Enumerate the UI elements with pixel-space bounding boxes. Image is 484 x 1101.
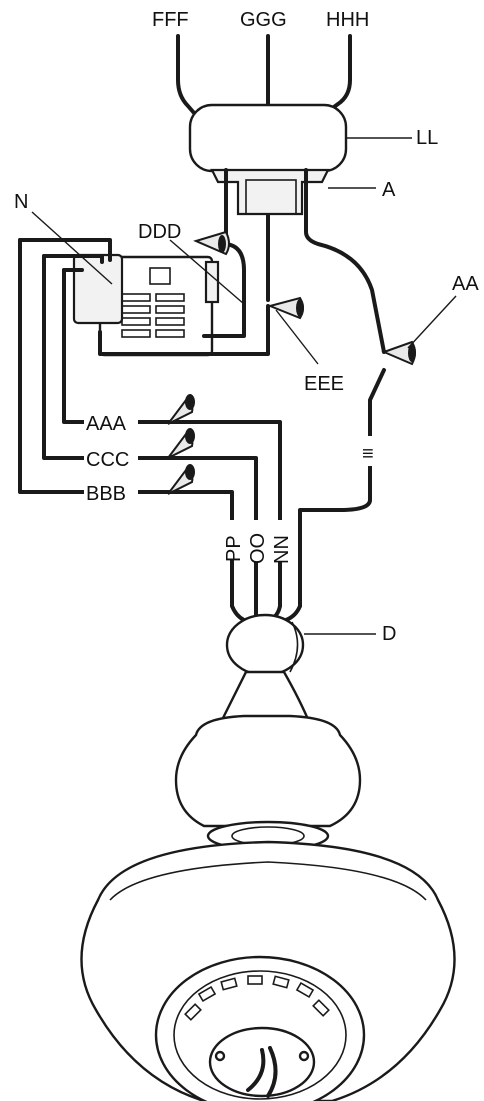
leader-n (31, 211, 113, 285)
label-ccc: CCC (86, 449, 129, 471)
wire-nut-aaa (167, 394, 195, 425)
wire-hhh-to-nut-aa (304, 168, 386, 354)
leader-eee (275, 309, 319, 365)
label-bbb: BBB (86, 483, 126, 505)
label-ccc-bg (84, 448, 138, 470)
mounting-screw-right (298, 1050, 310, 1062)
wire-nut-eee (266, 296, 304, 320)
label-d: D (382, 623, 396, 645)
fan-bowl-rim (109, 861, 427, 901)
label-fff: FFF (152, 9, 189, 31)
label-ground: ≡ (362, 443, 374, 465)
canopy-ll (188, 103, 348, 173)
wire-nut-ddd (193, 230, 230, 256)
fan-lead-nn (172, 420, 282, 608)
label-pp: PP (223, 535, 245, 562)
label-aaa-bg (84, 412, 138, 434)
label-n: N (14, 191, 28, 213)
receiver-dip-switch (149, 267, 171, 285)
label-hhh: HHH (326, 9, 369, 31)
leader-ddd (169, 239, 245, 305)
label-pp-bg (222, 520, 242, 560)
fan-ground-wire (298, 368, 386, 608)
receiver-vents (121, 293, 185, 338)
label-nn-bg (270, 520, 290, 562)
mounting-bracket-a (210, 168, 330, 216)
leader-aa (407, 295, 457, 349)
label-ggg: GGG (240, 9, 287, 31)
wire-nut-aa (381, 340, 416, 366)
mounting-plate-slots (184, 975, 330, 1021)
label-ddd: DDD (138, 221, 181, 243)
wire-nut-bbb (167, 464, 195, 495)
motor-housing-top (174, 714, 362, 828)
receiver-loop-top (18, 238, 112, 272)
receiver-wire-to-ddd (202, 242, 246, 338)
label-oo-bg (246, 520, 266, 562)
bracket-slot (245, 179, 297, 215)
fan-lead-pp (172, 490, 234, 608)
receiver-side-tab (204, 260, 220, 304)
wire-nut-ccc (167, 428, 195, 459)
motor-output-wires (246, 1046, 278, 1098)
fan-leads-bundle (230, 604, 302, 622)
receiver-end-cap (72, 253, 124, 325)
label-ll: LL (416, 127, 438, 149)
mounting-plate-ring (173, 970, 347, 1100)
label-oo: OO (247, 533, 269, 564)
label-nn: NN (271, 535, 293, 564)
label-aa: AA (452, 273, 479, 295)
mounting-screw-left (214, 1050, 226, 1062)
hanger-ball-d (225, 613, 305, 677)
label-bbb-bg (84, 482, 138, 504)
label-ground-bg (360, 436, 380, 466)
hanger-ball-seam (289, 621, 299, 673)
label-aaa: AAA (86, 413, 127, 435)
receiver-wire-to-eee (98, 304, 270, 356)
label-a: A (382, 179, 396, 201)
label-eee: EEE (304, 373, 344, 395)
